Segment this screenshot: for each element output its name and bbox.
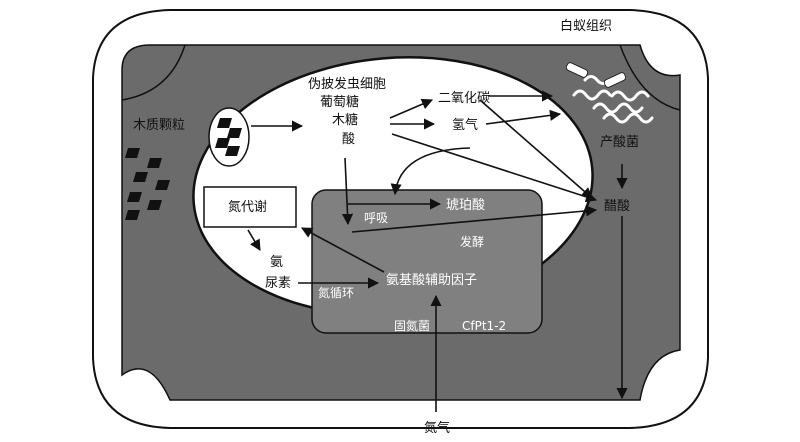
succinic-acid-label: 琥珀酸 xyxy=(446,198,485,213)
arrow-acid-down xyxy=(341,157,354,226)
acetic-acid-label: 醋酸 xyxy=(604,198,630,214)
nitrogen-metabolism-label: 氮代谢 xyxy=(228,199,267,215)
acid-bacteria-label: 产酸菌 xyxy=(600,135,639,150)
arrow-to-co2 xyxy=(389,98,434,119)
nitrogen-fixing-bacterium-box xyxy=(311,189,543,334)
xylose-label: 木糖 xyxy=(332,112,358,128)
arrow-n2-to-acetate xyxy=(479,99,593,199)
arrow-cofactors-to-n-metabolism xyxy=(301,227,385,273)
arrow-h2-to-respiration xyxy=(390,147,471,196)
strain-name-label: CfPt1-2 xyxy=(462,319,506,333)
wood-particles-label: 木质颗粒 xyxy=(133,118,185,133)
arrow-acid-to-acetate xyxy=(391,133,598,203)
termite-tissue-label: 白蚁组织 xyxy=(560,18,612,34)
urea-label: 尿素 xyxy=(265,276,291,291)
glucose-label: 葡萄糖 xyxy=(320,94,359,110)
fermentation-label: 发酵 xyxy=(460,234,484,249)
arrow-h2-to-bacteria xyxy=(485,109,562,125)
ammonia-label: 氨 xyxy=(270,255,283,270)
nitrogen-gas-label: 氮气 xyxy=(424,420,450,436)
ingested-wood-particles-icon xyxy=(215,118,242,156)
arrow-box-to-acetate xyxy=(351,205,598,233)
carbon-dioxide-label: 二氧化碳 xyxy=(438,91,490,106)
nitrogen-fixing-bacteria-label: 固氮菌 xyxy=(394,318,430,333)
hydrogen-label: 氢气 xyxy=(452,117,478,133)
arrow-n-metabolism-to-ammonia xyxy=(247,229,261,251)
acid-bacteria-rods-icon xyxy=(565,62,627,88)
amino-acid-cofactors-label: 氨基酸辅助因子 xyxy=(386,273,477,288)
respiration-label: 呼吸 xyxy=(364,211,388,225)
termite-tissue-outline-inner xyxy=(121,44,186,101)
protist-cell-label: 伪披发虫细胞 xyxy=(308,76,386,92)
nitrogen-metabolism-box xyxy=(203,186,297,228)
acid-label: 酸 xyxy=(342,132,355,147)
nitrogen-cycle-label: 氮循环 xyxy=(318,285,354,300)
termite-tissue-outline-inner-2 xyxy=(619,44,681,111)
wood-particles-icon xyxy=(125,148,170,220)
